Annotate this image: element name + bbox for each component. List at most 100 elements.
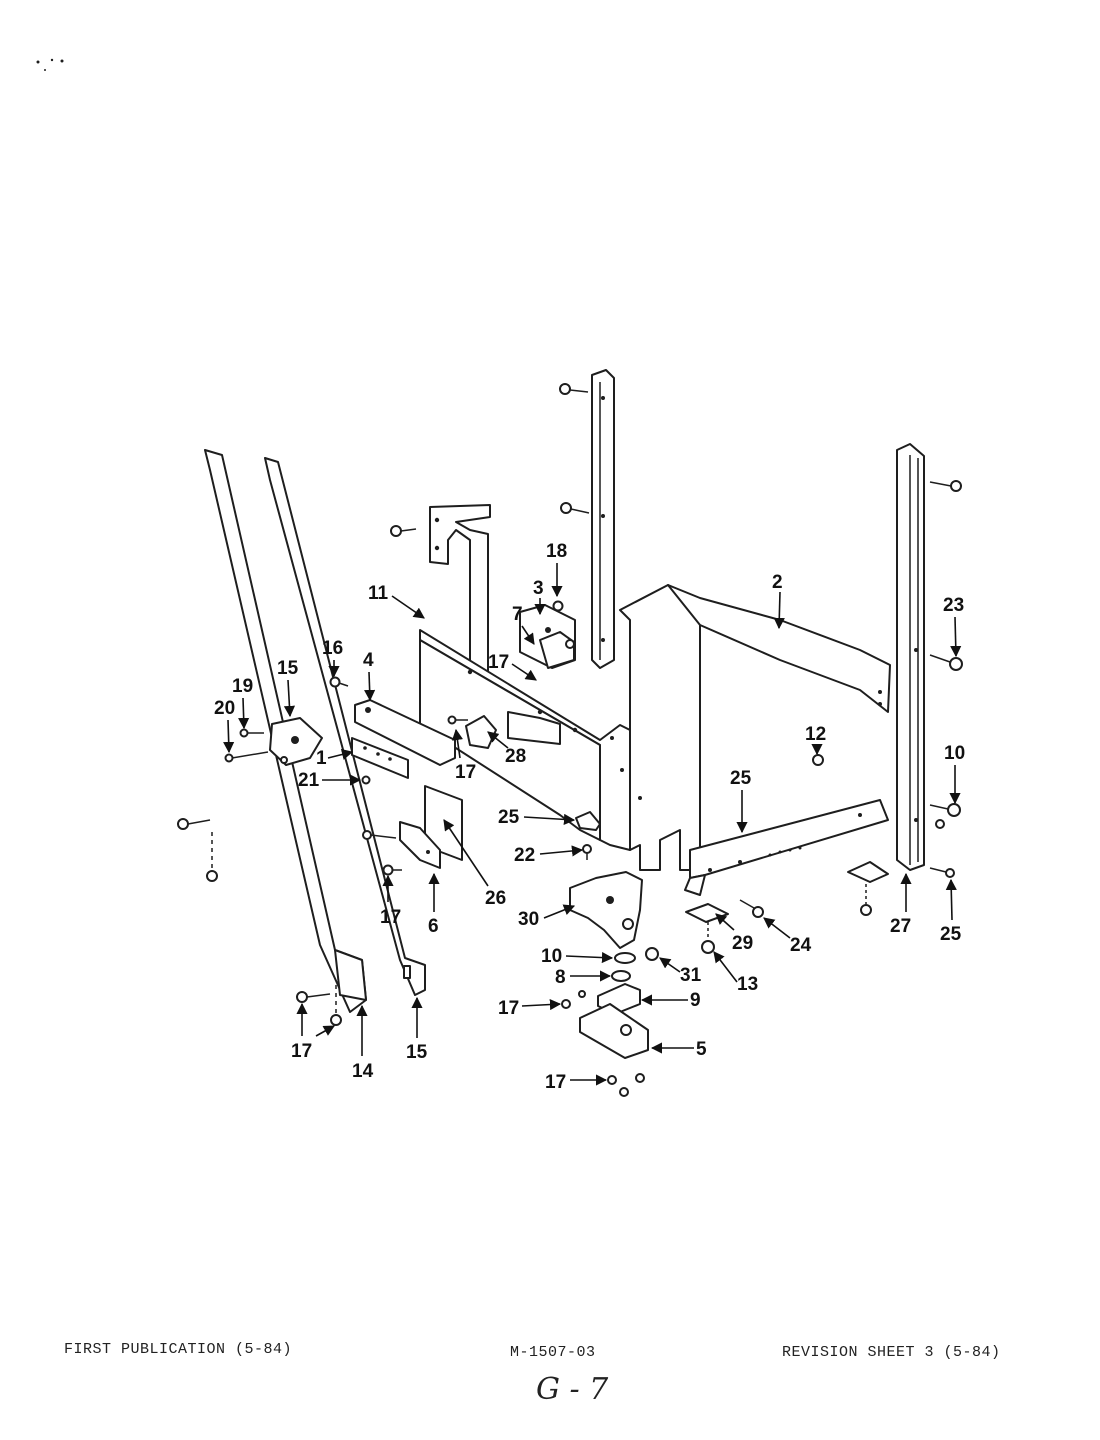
screw-part-17c [362,830,397,840]
svg-text:30: 30 [518,909,539,930]
screw-part-23 [582,844,592,860]
svg-text:21: 21 [298,770,320,791]
svg-text:3: 3 [533,578,544,599]
callout-32: 30 [518,904,576,930]
svg-text:18: 18 [546,541,567,562]
svg-text:25: 25 [940,924,962,945]
callout-14: 14 [352,1004,374,1082]
callout-23: 22 [514,845,584,866]
svg-text:16: 16 [322,638,343,659]
svg-text:5: 5 [696,1039,707,1060]
callout-1: 1 [316,748,354,769]
screw-part-21a [296,991,331,1003]
svg-text:27: 27 [890,916,911,937]
callout-17-bottom: 17 [498,998,562,1019]
screw-part-left-panel-low [206,832,218,882]
svg-text:10: 10 [944,743,965,764]
svg-text:17: 17 [545,1072,566,1093]
part-right-upright-rail [896,443,925,871]
part-lower-side-bracket-27 [684,799,889,896]
screw-part-rail-mid [560,502,590,514]
screw-part-17b [447,715,468,725]
screw-part-17-lower [561,990,586,1009]
callout-25-mid: 24 [763,917,812,956]
svg-text:11: 11 [368,583,389,604]
part-33 [645,947,659,961]
callout-10-lower: 10 [541,946,614,967]
screw-part-10-right [929,803,961,817]
screw-part-20 [224,751,269,763]
part-6 [399,821,441,869]
svg-text:10: 10 [541,946,562,967]
svg-text:26: 26 [485,888,506,909]
svg-text:24: 24 [790,935,812,956]
screw-part-12 [701,922,715,954]
footer-document-number: M-1507-03 [510,1344,596,1361]
callout-26: 26 [443,819,506,909]
svg-text:17: 17 [380,907,401,928]
screw-part-24 [607,1073,645,1097]
svg-text:6: 6 [428,916,439,937]
footer-first-publication: FIRST PUBLICATION (5-84) [64,1341,293,1358]
part-5 [579,1003,649,1059]
footer-revision-sheet: REVISION SHEET 3 (5-84) [782,1344,1001,1361]
callout-20: 20 [214,698,235,754]
callout-30: 29 [715,913,753,954]
svg-text:17: 17 [455,762,476,783]
part-switch-16 [269,717,323,766]
callout-22: 21 [298,770,362,791]
callouts: 2 18 3 7 11 17 16 4 15 19 20 1 21 17 28 … [214,541,965,1093]
svg-text:28: 28 [505,746,526,767]
svg-text:13: 13 [737,974,758,995]
callout-3: 3 [533,578,546,616]
callout-24: 17 [545,1072,608,1093]
screw-part-17d [382,864,402,876]
svg-text:4: 4 [363,650,374,671]
svg-text:15: 15 [277,658,299,679]
callout-31: 28 [487,731,526,767]
part-valve-32 [569,871,643,949]
screw-part-18 [552,600,564,612]
svg-text:15: 15 [406,1042,428,1063]
handwritten-page-number: G - 7 [536,1372,609,1407]
svg-text:1: 1 [316,748,327,769]
svg-text:31: 31 [680,965,702,986]
callout-9: 9 [640,990,701,1011]
callout-17-mid: 17 [451,728,476,783]
callout-16: 15 [277,658,299,718]
callout-17-low: 17 [380,874,401,928]
callout-2: 2 [772,572,785,630]
svg-text:9: 9 [690,990,701,1011]
callout-17-left: 16 [322,638,343,678]
screw-part-21b [330,985,342,1026]
part-center-vertical-rail [591,369,615,669]
part-panel-15 [264,457,426,996]
callout-15: 15 [406,996,428,1063]
part-clip-right [847,861,889,883]
screw-part-25-upper [929,654,963,671]
svg-text:29: 29 [732,933,753,954]
part-main-frame [419,584,891,871]
screw-part-rail-top [559,383,589,395]
svg-text:2: 2 [772,572,783,593]
callout-8: 8 [555,967,612,988]
screw-part-clip-right [860,884,872,916]
callout-4: 4 [363,650,376,702]
svg-text:20: 20 [214,698,235,719]
part-panel-14 [204,449,367,1013]
screw-part-bracket-right [565,639,575,649]
callout-6: 6 [428,872,440,937]
screw-part-upper-left [390,525,417,537]
svg-text:23: 23 [943,595,964,616]
callout-11: 11 [368,583,425,619]
svg-text:19: 19 [232,676,253,697]
screw-part-rail29-top [929,480,962,492]
callout-12: 13 [713,951,758,995]
screw-part-17a [329,676,349,688]
screw-part-19 [239,728,264,738]
screw-part-25-lower [929,867,955,878]
callout-5: 5 [650,1039,707,1060]
screw-part-22 [361,775,371,785]
